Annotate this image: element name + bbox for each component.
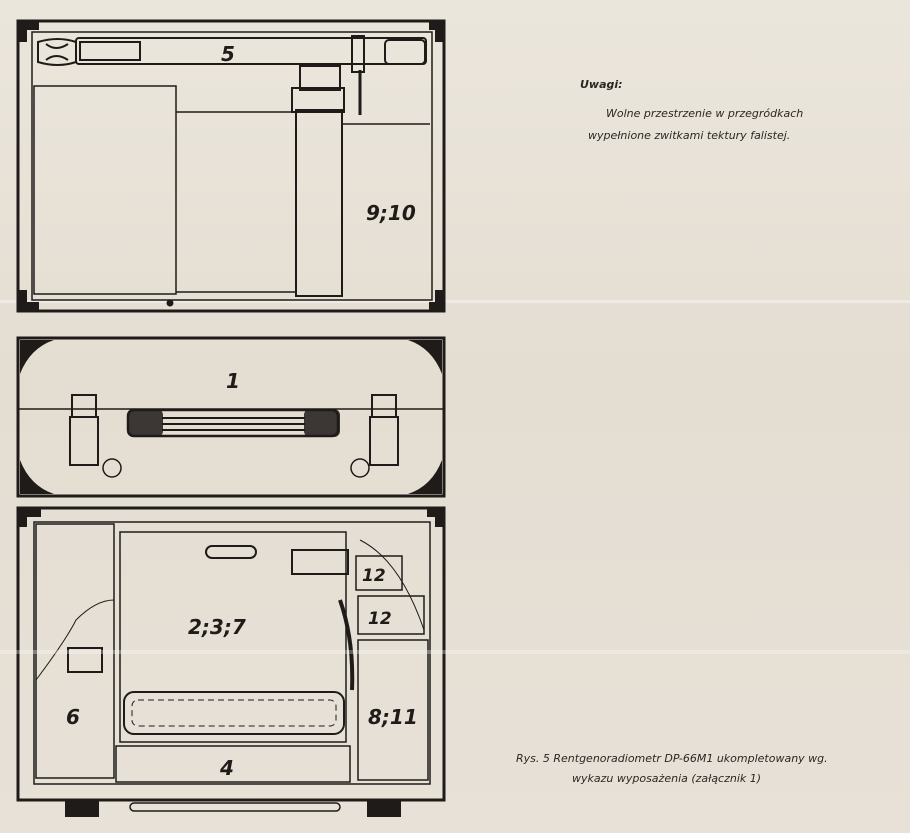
- label-small-a: 12: [362, 566, 386, 586]
- case-corner-tl: [20, 340, 54, 374]
- label-bottom-compartment: 4: [219, 756, 234, 780]
- case-interior-panel: 2;3;7 12 12 6 8;11 4: [16, 506, 446, 817]
- device-bracket: [291, 549, 349, 575]
- latch-right-body: [369, 416, 399, 466]
- small-compartment-b: [357, 595, 425, 635]
- notes-line-1: Wolne przestrzenie w przegródkach: [606, 107, 804, 120]
- lid-panel: 5 9;10: [16, 19, 446, 313]
- case-handle-end-left: [127, 409, 163, 437]
- interior-inner-frame: [33, 521, 431, 785]
- notes-line-2: wypełnione zwitkami tektury falistej.: [588, 129, 791, 142]
- bottom-compartment: [115, 745, 351, 783]
- label-small-b: 12: [368, 609, 392, 629]
- device-battery-dashed: [131, 699, 337, 727]
- latch-left-body: [69, 416, 99, 466]
- lid-middle-compartment: [176, 111, 297, 293]
- device-battery-box: [123, 691, 345, 735]
- case-corner-bl: [20, 460, 54, 494]
- seal-left: [102, 458, 122, 478]
- mount-bracket: [299, 65, 341, 91]
- interior-corner-tl: [17, 507, 41, 527]
- right-wrap-line: [359, 539, 425, 631]
- interior-outer-frame: [16, 506, 446, 802]
- case-outer-frame: [16, 336, 446, 498]
- label-left-compartment: 6: [66, 705, 80, 729]
- lid-screw: [166, 299, 174, 307]
- left-compartment: [35, 523, 115, 779]
- figure-caption-line-2: wykazu wyposażenia (załącznik 1): [572, 772, 762, 785]
- main-device-area: [119, 531, 347, 743]
- left-clip: [67, 647, 103, 673]
- bottom-handle: [129, 802, 341, 812]
- lid-outer-frame: [16, 19, 446, 313]
- figure-caption-line-1: Rys. 5 Rentgenoradiometr DP-66M1 ukomple…: [516, 752, 828, 765]
- case-corner-tr: [408, 340, 442, 374]
- case-handle-end-right: [304, 409, 340, 437]
- mount-block: [291, 87, 345, 113]
- small-compartment-a: [355, 555, 403, 591]
- left-wrap-line: [35, 599, 115, 681]
- lid-corner-br: [429, 290, 445, 312]
- label-case-top: 1: [226, 369, 240, 393]
- latch-left-top: [71, 394, 97, 418]
- foot-left: [65, 799, 99, 817]
- notes-title: Uwagi:: [580, 78, 623, 91]
- mount-column: [295, 109, 343, 297]
- device-plate: [205, 545, 257, 559]
- lid-corner-tr: [429, 20, 445, 42]
- label-main-device: 2;3;7: [188, 615, 246, 639]
- seal-right: [350, 458, 370, 478]
- probe-section: [79, 41, 141, 61]
- label-probe: 5: [221, 42, 235, 66]
- case-corner-br: [408, 460, 442, 494]
- probe-head: [37, 38, 77, 66]
- probe-end: [384, 39, 426, 65]
- probe-clamp: [351, 35, 365, 73]
- foot-right: [367, 799, 401, 817]
- interior-corner-tr: [427, 507, 445, 527]
- lid-left-compartment: [33, 85, 177, 295]
- right-compartment: [357, 639, 429, 781]
- latch-right-top: [371, 394, 397, 418]
- lid-inner-frame: [31, 31, 433, 301]
- label-right-compartment: 8;11: [368, 705, 418, 729]
- label-lid-compartment: 9;10: [366, 201, 416, 225]
- closed-case-panel: 1: [16, 336, 446, 498]
- lid-corner-bl: [17, 290, 39, 312]
- lid-corner-tl: [17, 20, 39, 42]
- device-cable: [338, 599, 355, 691]
